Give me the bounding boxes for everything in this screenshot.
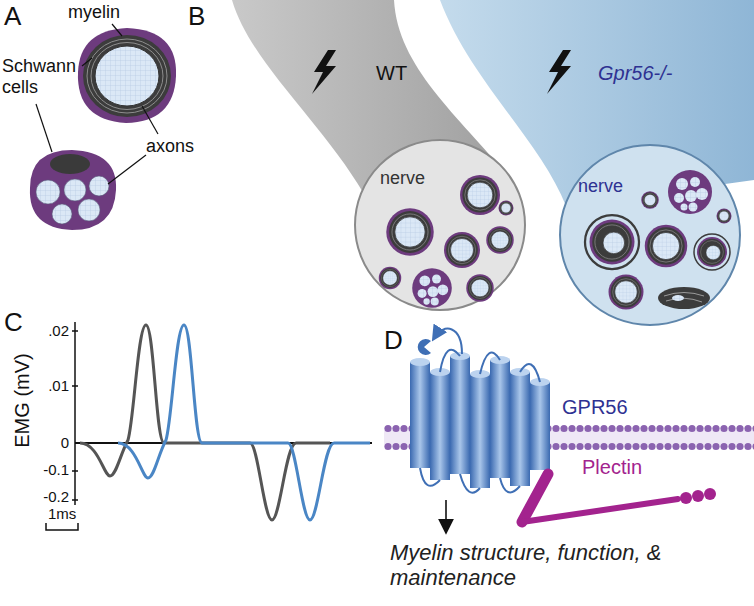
gpr56-receptor-part-part [500, 478, 520, 492]
gpr56-nerve-part [645, 225, 688, 268]
remak-schwann-cell-part [50, 154, 90, 174]
group-label: Gpr56-/- [598, 62, 672, 85]
gpr56-nerve [440, 0, 754, 325]
gpr56-receptor-part-part [434, 329, 462, 354]
wt-nerve-part [412, 268, 452, 308]
gpr56-receptor-part-part [440, 350, 460, 372]
leader-lines-part [112, 24, 122, 36]
leader-lines-part [142, 106, 158, 134]
leader-lines-part [36, 104, 52, 152]
myelinated-schwann-cell [78, 28, 176, 123]
gpr56-nerve-part [547, 50, 571, 94]
panel-letter: C [4, 308, 23, 338]
gpr56-receptor-part [410, 362, 430, 468]
gpr56-receptor-part [410, 358, 430, 366]
gpr56-nerve-part [585, 215, 639, 269]
part-label: nerve [380, 168, 425, 189]
plectin-protein [522, 474, 716, 522]
plectin-protein-part [522, 499, 678, 522]
wt-nerve-part [444, 232, 480, 268]
wt-nerve-part [486, 226, 514, 254]
gpr56-receptor-part [470, 374, 490, 488]
remak-schwann-cell [30, 150, 116, 230]
part-label: myelin [68, 2, 120, 23]
gpr56-receptor-part-part [520, 364, 540, 382]
remak-schwann-cell-part [36, 180, 60, 204]
wt-nerve-part [460, 175, 500, 215]
gpr56-nerve-part-part [658, 287, 710, 309]
gpr56-nerve-part [658, 287, 710, 309]
part-label: GPR56 [562, 396, 628, 419]
myelinated-schwann-cell-part [87, 39, 167, 113]
myelinated-schwann-cell-part [78, 28, 176, 123]
remak-schwann-cell-part [89, 176, 109, 196]
leader-lines-part [108, 155, 146, 184]
axis-tick: 0 [61, 434, 69, 451]
leader-lines [36, 24, 158, 184]
axis-tick: -0.2 [43, 488, 69, 505]
scale-label: 1ms [48, 505, 76, 522]
myelinated-schwann-cell-part [83, 35, 171, 117]
emg-axes-part [72, 331, 78, 500]
emg-axes-part [46, 523, 78, 530]
remak-schwann-cell-part [30, 150, 116, 230]
gpr56-receptor-part [530, 382, 550, 470]
group-label: WT [376, 62, 407, 85]
part-label: Plectin [582, 456, 642, 479]
gpr56-nerve-part-part [672, 295, 684, 301]
gpr56-receptor-part [450, 356, 470, 474]
panel-letter: A [4, 2, 21, 32]
part-label: nerve [578, 176, 623, 197]
gpr56-nerve-part [694, 234, 730, 270]
gpr56-receptor-part-part [480, 353, 500, 374]
caption-text: Myelin structure, function, & maintenanc… [390, 540, 720, 591]
gpr56-nerve-part [717, 209, 732, 224]
axis-tick: -0.1 [43, 461, 69, 478]
gpr56-nerve-part [641, 191, 659, 209]
remak-schwann-cell-part [52, 204, 72, 224]
wt-nerve-part [379, 267, 402, 290]
plectin-protein-part [692, 490, 704, 502]
emg-axes-part [74, 322, 76, 505]
gpr56-receptor-part [420, 329, 540, 493]
panel-letter: D [384, 326, 403, 356]
remak-schwann-cell-part [78, 199, 100, 221]
gpr56-nerve-part [609, 275, 644, 310]
wt-trace [80, 325, 330, 520]
emg-axes [46, 322, 372, 530]
part-label: axons [146, 136, 194, 157]
plectin-protein-part [704, 488, 716, 500]
gpr56-trace [118, 325, 370, 520]
gpr56-nerve-part [560, 145, 740, 325]
plectin-protein-part [680, 492, 692, 504]
wt-nerve-part [386, 208, 434, 256]
panel-letter: B [188, 2, 205, 32]
gpr56-receptor-part-part [460, 474, 480, 493]
wt-nerve-part [466, 274, 494, 302]
gpr56-receptor-part [510, 372, 530, 486]
part-label: Schwann cells [2, 56, 82, 97]
wt-nerve-part [499, 201, 514, 216]
gpr56-receptor-part-part [420, 468, 440, 486]
myelinated-schwann-cell-part [91, 43, 163, 110]
myelinated-schwann-cell-part [95, 46, 159, 106]
effect-arrow [445, 500, 447, 530]
remak-schwann-cell-part [64, 179, 86, 201]
gpr56-nerve-part-part [664, 293, 704, 303]
gpr56-receptor-part [490, 360, 510, 478]
plectin-protein-part [522, 474, 548, 522]
axis-tick: .02 [48, 322, 69, 339]
gpr56-receptor-part [430, 372, 450, 480]
axis-tick: .01 [48, 377, 69, 394]
wt-nerve-part [312, 50, 336, 94]
gpr56-receptor [410, 329, 550, 493]
wt-nerve-part [355, 140, 525, 310]
gpr56-nerve-part [668, 170, 712, 214]
leader-lines-part [82, 58, 92, 66]
axis-title: EMG (mV) [11, 353, 34, 447]
gpr56-receptor-part [418, 339, 431, 355]
